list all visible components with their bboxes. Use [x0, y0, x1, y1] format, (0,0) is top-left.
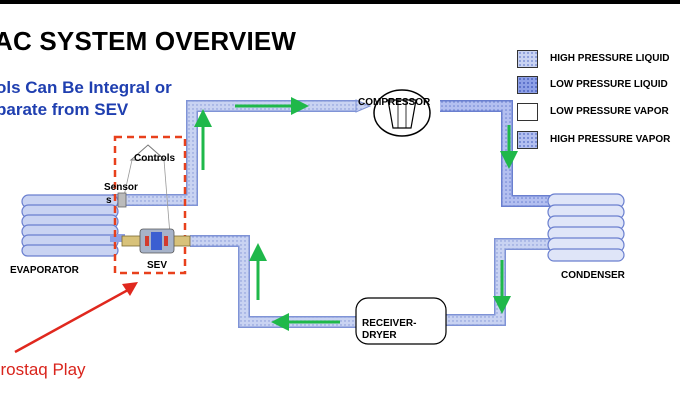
callout-text: crostaq Play [0, 360, 86, 379]
receiver-dryer-label-line-2: DRYER [362, 330, 397, 341]
legend-swatch [517, 103, 538, 121]
liquid-line-to-receiver [442, 238, 560, 326]
callout-arrow [14, 282, 138, 354]
sev-valve-icon [121, 228, 191, 254]
condenser-icon [547, 193, 625, 262]
sensor-label-line-1: Sensor [104, 182, 138, 193]
legend-item-high-pressure-vapor: HIGH PRESSURE VAPOR [517, 131, 680, 151]
receiver-dryer-label-line-1: RECEIVER- [362, 318, 417, 329]
flow-arrows [194, 97, 518, 331]
legend-item-high-pressure-liquid: HIGH PRESSURE LIQUID [517, 50, 680, 70]
controls-icon [123, 144, 171, 236]
receiver-dryer-icon [355, 297, 447, 345]
legend-item-low-pressure-vapor: LOW PRESSURE VAPOR [517, 103, 680, 123]
sensor-label-line-2: s [106, 195, 112, 206]
subtitle-line-2: parate from SEV [0, 100, 129, 119]
sensor-icon [117, 192, 127, 208]
sev-dashed-box [113, 135, 187, 275]
compressor-label: COMPRESSOR [358, 97, 431, 108]
compressor-icon [373, 89, 431, 137]
legend-swatch [517, 131, 538, 149]
subtitle-line-1: ols Can Be Integral or [0, 78, 172, 97]
liquid-line-to-sev [190, 235, 358, 328]
legend-label: HIGH PRESSURE VAPOR [550, 134, 671, 145]
top-rule [0, 0, 680, 4]
legend-swatch [517, 76, 538, 94]
evaporator-icon [21, 194, 119, 257]
legend-swatch [517, 50, 538, 68]
evaporator-label: EVAPORATOR [10, 265, 79, 276]
legend-label: HIGH PRESSURE LIQUID [550, 53, 670, 64]
controls-label: Controls [134, 153, 176, 164]
legend-label: LOW PRESSURE LIQUID [550, 79, 668, 90]
page-title: AC SYSTEM OVERVIEW [0, 26, 297, 56]
condenser-label: CONDENSER [561, 270, 625, 281]
legend-item-low-pressure-liquid: LOW PRESSURE LIQUID [517, 76, 680, 96]
sev-label: SEV [147, 260, 168, 271]
legend-label: LOW PRESSURE VAPOR [550, 106, 669, 117]
